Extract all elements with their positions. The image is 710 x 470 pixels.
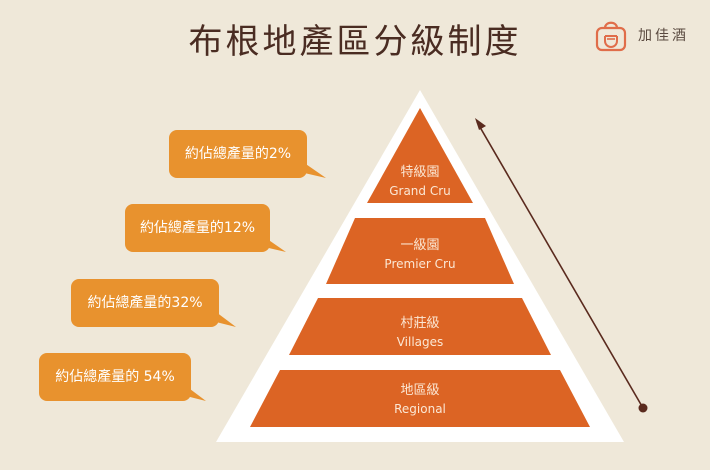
- bubble-premier-cru-share: 約佔總產量的12%: [125, 204, 270, 252]
- tier-premier-cru: [326, 218, 514, 284]
- brand-logo: 加佳酒: [594, 18, 689, 52]
- bubble-villages-share: 約佔總產量的32%: [71, 279, 219, 327]
- tier-label-villages: 村莊級 Villages: [350, 312, 490, 349]
- tier-label-grand-cru: 特級園 Grand Cru: [370, 161, 470, 198]
- tier-label-premier-cru: 一級園 Premier Cru: [350, 234, 490, 271]
- arrow-head: [475, 118, 486, 130]
- bubble-grand-cru-share: 約佔總產量的2%: [169, 130, 307, 178]
- tier-en: Villages: [396, 335, 444, 349]
- page-title: 布根地產區分級制度: [188, 22, 522, 62]
- tier-cn: 地區級: [400, 383, 440, 398]
- tier-en: Premier Cru: [384, 257, 456, 271]
- tier-en: Grand Cru: [389, 184, 451, 198]
- tier-villages: [289, 298, 551, 355]
- arrow-tail-dot: [638, 403, 648, 413]
- hierarchy-arrow: [476, 121, 644, 409]
- tier-label-regional: 地區級 Regional: [350, 379, 490, 416]
- tier-regional: [250, 370, 590, 427]
- brand-name: 加佳酒: [638, 28, 689, 44]
- shopping-bag-icon: [595, 21, 627, 52]
- tier-cn: 特級園: [400, 165, 440, 180]
- tier-cn: 一級園: [400, 238, 440, 253]
- tier-en: Regional: [394, 402, 446, 416]
- tier-cn: 村莊級: [400, 316, 440, 331]
- bubble-regional-share: 約佔總產量的 54%: [39, 353, 191, 401]
- tier-grand-cru: [367, 108, 473, 203]
